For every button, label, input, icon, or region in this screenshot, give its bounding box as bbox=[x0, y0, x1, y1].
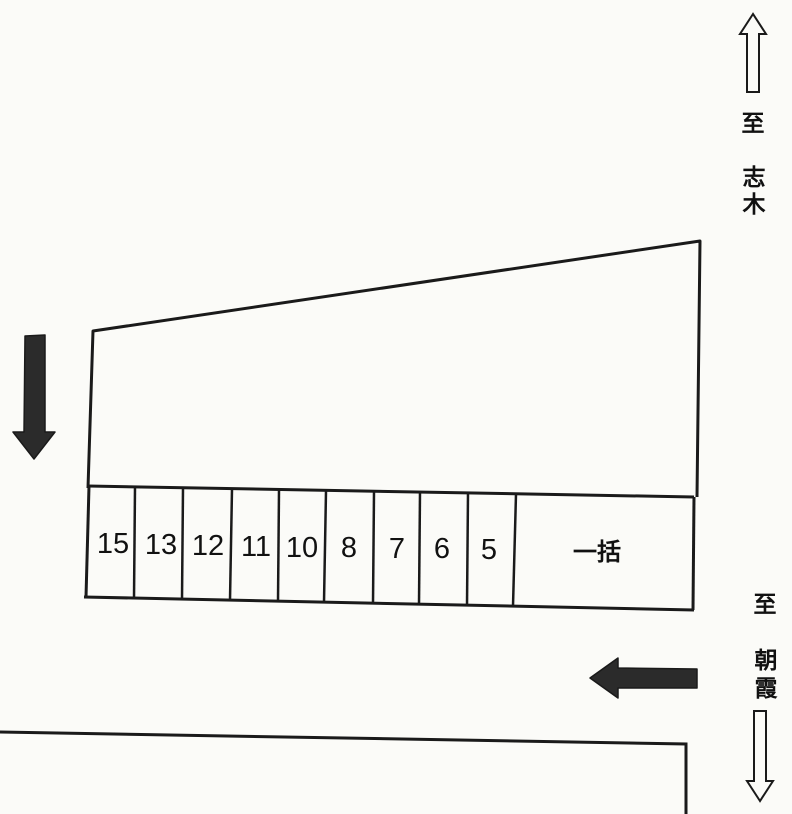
north-outline-arrow-icon bbox=[738, 12, 768, 93]
slot-label-5: 5 bbox=[481, 534, 497, 566]
slot-label-11: 11 bbox=[241, 531, 271, 563]
north-place-char-2: 木 bbox=[742, 192, 766, 218]
lot-outline bbox=[86, 239, 702, 498]
south-place-char-2: 霞 bbox=[755, 676, 779, 702]
slot-divider bbox=[465, 492, 470, 606]
left-arrow-icon bbox=[589, 657, 698, 699]
slot-divider bbox=[511, 493, 518, 607]
slot-label-8: 8 bbox=[341, 532, 357, 564]
slot-label-15: 15 bbox=[97, 528, 129, 560]
slot-divider bbox=[276, 489, 281, 602]
slot-divider bbox=[322, 490, 328, 603]
slot-divider bbox=[417, 491, 422, 605]
south-outline-arrow-icon bbox=[745, 710, 775, 803]
north-place-char-1: 志 bbox=[743, 165, 766, 191]
slot-label-10: 10 bbox=[286, 532, 318, 564]
slot-label-7: 7 bbox=[389, 533, 405, 565]
slot-label-12: 12 bbox=[192, 530, 224, 562]
south-to-label: 至 bbox=[754, 592, 777, 618]
south-place-char-1: 朝 bbox=[755, 648, 778, 674]
slot-label-13: 13 bbox=[145, 529, 177, 561]
slot-divider bbox=[132, 486, 137, 599]
north-to-label: 至 bbox=[742, 111, 765, 137]
slot-label-6: 6 bbox=[434, 533, 450, 565]
slot-label-bulk: 一括 bbox=[573, 538, 621, 566]
slot-divider bbox=[180, 487, 185, 600]
lower-building-outline bbox=[0, 730, 688, 814]
down-arrow-icon bbox=[12, 334, 56, 460]
slot-divider bbox=[371, 491, 376, 604]
slot-divider bbox=[228, 488, 234, 601]
slot-row bbox=[83, 484, 696, 612]
